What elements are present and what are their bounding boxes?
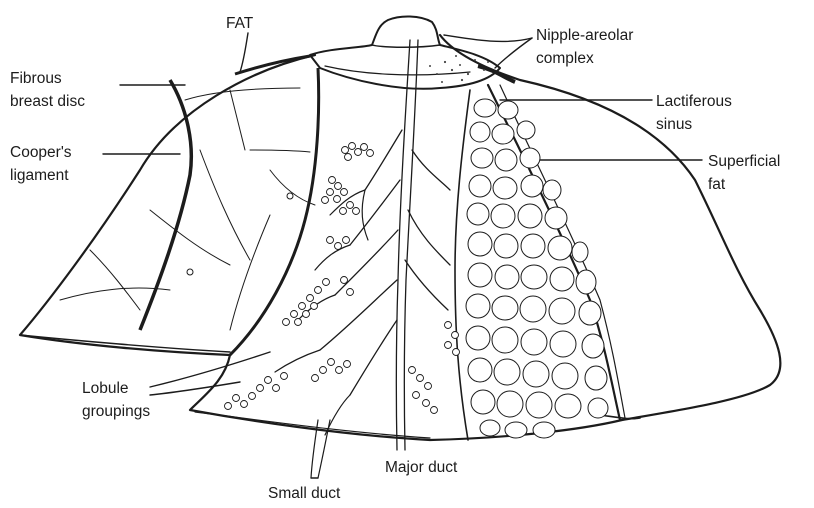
label-lobule-line-2: groupings — [82, 403, 150, 420]
label-fat: FAT — [226, 15, 254, 32]
label-fibrous-line-1: Fibrous — [10, 70, 62, 87]
nipple-areolar-complex — [235, 16, 515, 88]
label-major-duct: Major duct — [385, 459, 458, 476]
label-fibrous-line-2: breast disc — [10, 93, 85, 110]
label-nipple-line-2: complex — [536, 50, 594, 67]
glandular-tissue — [225, 40, 471, 478]
labels: FAT Fibrous breast disc Cooper's ligamen… — [10, 15, 780, 502]
label-coopers-line-2: ligament — [10, 167, 69, 184]
label-lactiferous-line-2: sinus — [656, 116, 692, 133]
label-nipple-line-1: Nipple-areolar — [536, 27, 633, 44]
lobule-clusters — [225, 143, 460, 414]
label-lobule-line-1: Lobule — [82, 380, 129, 397]
label-superficial-line-2: fat — [708, 176, 726, 193]
label-superficial-line-1: Superficial — [708, 153, 780, 170]
label-small-duct: Small duct — [268, 485, 341, 502]
superficial-fat-panel — [466, 85, 625, 438]
label-coopers-line-1: Cooper's — [10, 144, 72, 161]
label-lactiferous-line-1: Lactiferous — [656, 93, 732, 110]
